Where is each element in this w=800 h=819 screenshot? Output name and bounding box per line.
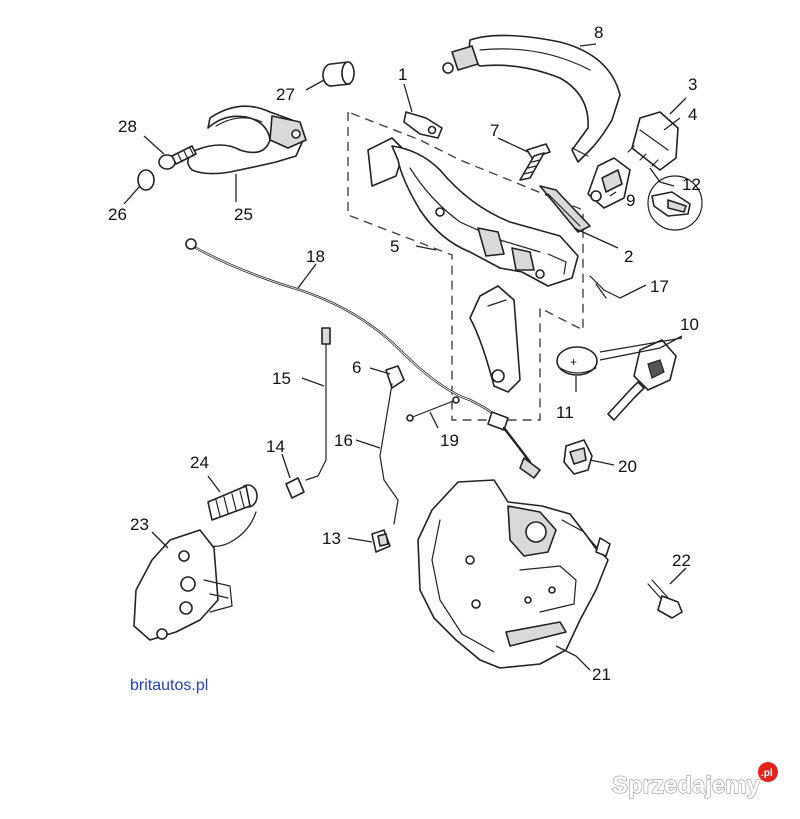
leader-lines [123, 43, 687, 671]
label-25: 25 [234, 205, 253, 224]
label-3: 3 [688, 75, 697, 94]
label-5: 5 [390, 237, 399, 256]
part-25-interior-handle [187, 105, 307, 175]
label-18: 18 [306, 247, 325, 266]
part-1-bracket [403, 111, 443, 139]
watermark-text: Sprzedajemy [612, 772, 761, 799]
handle-lever [469, 285, 521, 393]
label-19: 19 [440, 431, 459, 450]
part-26-washer [137, 169, 155, 191]
watermark-badge [758, 762, 778, 782]
part-9-lock-cylinder [587, 157, 631, 209]
part-2-gasket [539, 185, 591, 233]
label-2: 2 [624, 247, 633, 266]
label-14: 14 [266, 437, 285, 456]
part-13-clip [371, 529, 391, 553]
part-19-rod-pin [406, 396, 460, 422]
part-22-bolt [647, 579, 683, 619]
watermark: Sprzedajemy .pl [611, 762, 778, 800]
label-26: 26 [108, 205, 127, 224]
part-7-screw [519, 143, 551, 181]
label-10: 10 [680, 315, 699, 334]
label-11: 11 [556, 403, 574, 422]
label-24: 24 [190, 453, 209, 472]
svg-text:+: + [570, 355, 577, 369]
part-8-exterior-handle [442, 34, 621, 163]
label-13: 13 [322, 529, 341, 548]
part-3-end-cap [627, 111, 679, 171]
label-1: 1 [398, 65, 407, 84]
label-6: 6 [352, 358, 361, 377]
label-9: 9 [626, 191, 635, 210]
part-23-hinge-bracket [133, 529, 233, 641]
label-17: 17 [650, 277, 669, 296]
source-credit: britautos.pl [130, 677, 208, 694]
label-23: 23 [130, 515, 149, 534]
part-24-hinge-pin [207, 484, 258, 547]
label-20: 20 [618, 457, 637, 476]
label-21: 21 [592, 665, 611, 684]
part-16-rod [379, 383, 399, 525]
label-27: 27 [276, 85, 295, 104]
label-15: 15 [272, 369, 291, 388]
part-20-clip [563, 439, 593, 475]
label-12: 12 [682, 175, 701, 194]
part-15-rod [305, 327, 331, 481]
part-6-clip [385, 365, 405, 389]
part-11-battery: + [556, 346, 598, 376]
label-16: 16 [334, 431, 353, 450]
watermark-badge-text: .pl [761, 768, 773, 779]
part-12-clip-detail [647, 175, 703, 231]
label-4: 4 [688, 105, 697, 124]
part-5-handle-carrier [367, 137, 579, 287]
part-27-plug [322, 61, 355, 87]
part-labels: 1 2 3 4 5 6 7 8 9 10 11 12 13 14 15 16 1… [108, 23, 701, 684]
part-10-key [607, 339, 677, 421]
label-8: 8 [594, 23, 603, 42]
part-17-spring-clip [589, 275, 621, 299]
part-18-cable [185, 238, 541, 479]
label-28: 28 [118, 117, 137, 136]
part-28-bolt [158, 145, 197, 170]
label-7: 7 [490, 121, 499, 140]
label-22: 22 [672, 551, 691, 570]
part-21-door-lock [417, 479, 611, 669]
part-14-clip [285, 477, 305, 499]
